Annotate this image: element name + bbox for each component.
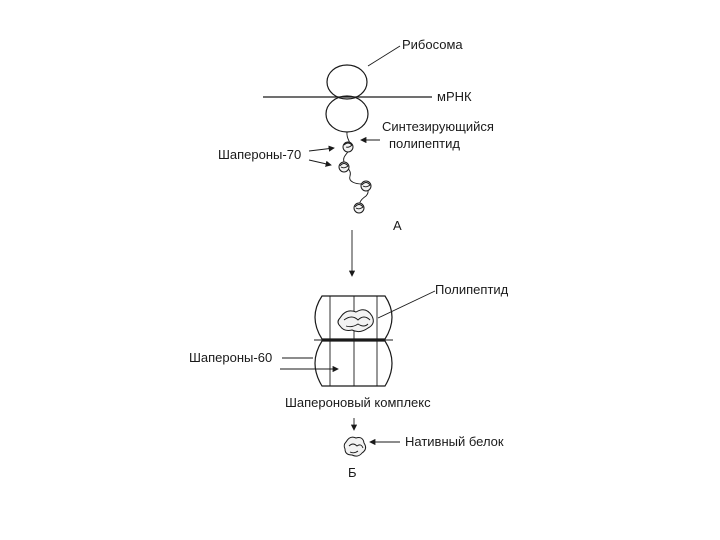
chaperones60-label: Шапероны-60 (189, 350, 272, 365)
barrel-lower-ring (315, 341, 392, 386)
chaperones70-label: Шапероны-70 (218, 147, 301, 162)
native-protein-label: Нативный белок (405, 434, 504, 449)
chaperones70-arrow-1 (309, 148, 334, 151)
nascent-polypeptide-chain (339, 132, 371, 213)
ribosome-small-subunit (326, 96, 368, 132)
mrna-label: мРНК (437, 89, 472, 104)
synthesizing-polypeptide-label-line1: Синтезирующийся (382, 119, 494, 134)
chaperones70-arrow-2 (309, 160, 331, 165)
chaperone-complex-label: Шапероновый комплекс (285, 395, 431, 410)
stage-b-label: Б (348, 465, 357, 480)
ribosome-pointer (368, 46, 400, 66)
polypeptide-label: Полипептид (435, 282, 509, 297)
polypeptide-pointer (378, 291, 435, 318)
native-protein (344, 437, 365, 456)
ribosome-large-subunit (327, 65, 367, 99)
ribosome-label: Рибосома (402, 37, 463, 52)
synthesizing-polypeptide-label-line2: полипептид (389, 136, 460, 151)
ribosome (326, 65, 368, 132)
stage-a-label: А (393, 218, 402, 233)
enclosed-polypeptide (338, 310, 373, 332)
chaperonin-barrel (314, 296, 393, 386)
